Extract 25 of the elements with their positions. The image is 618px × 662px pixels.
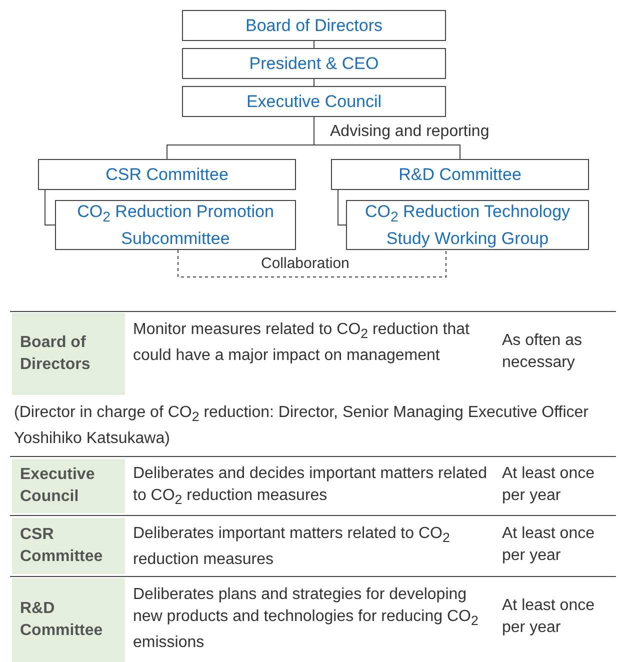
org-box: Executive Council — [182, 86, 446, 117]
connector-line — [338, 190, 346, 226]
org-box: Board of Directors — [182, 10, 446, 41]
table-cell-text: As often as necessary — [502, 331, 584, 373]
org-box: President & CEO — [182, 48, 446, 79]
table-cell-text: At least once per year — [502, 524, 596, 566]
table-cell-text: Deliberates plans and strategies for developing new products and technologies for reducing CO$_{2}$ emissions — [133, 585, 480, 654]
connector-line — [314, 116, 460, 160]
org-box: R&D Committee — [331, 159, 589, 190]
table-cell-text: Deliberates important matters related to CO$_{2}$ reduction measures — [133, 524, 451, 570]
note-text: (Director in charge of CO$_{2}$ reduction: Director, Senior Managing Executive Officer Yoshihiko Katsukawa) — [14, 403, 590, 450]
dashed-connector — [178, 250, 446, 278]
table-header-cell: Board of Directors — [12, 313, 125, 395]
org-box: CSR Committee — [38, 159, 296, 190]
table-header-cell: Executive Council — [12, 459, 125, 513]
table-cell-text: At least once per year — [502, 464, 596, 506]
org-box: CO$_{2}$ Reduction Technology Study Working Group — [346, 200, 589, 250]
table-cell-text: Deliberates and decides important matters related to CO$_{2}$ reduction measures — [133, 464, 488, 510]
table-cell-text: At least once per year — [502, 596, 596, 638]
table-header-cell: CSR Committee — [12, 518, 125, 574]
connector-line — [44, 190, 56, 226]
table-cell-text: Monitor measures related to CO$_{2}$ reduction that could have a major impact on management — [133, 320, 470, 366]
table-header-cell: R&D Committee — [12, 578, 125, 662]
org-box: CO$_{2}$ Reduction Promotion Subcommittee — [55, 200, 296, 250]
line-label: Advising and reporting — [330, 122, 490, 142]
